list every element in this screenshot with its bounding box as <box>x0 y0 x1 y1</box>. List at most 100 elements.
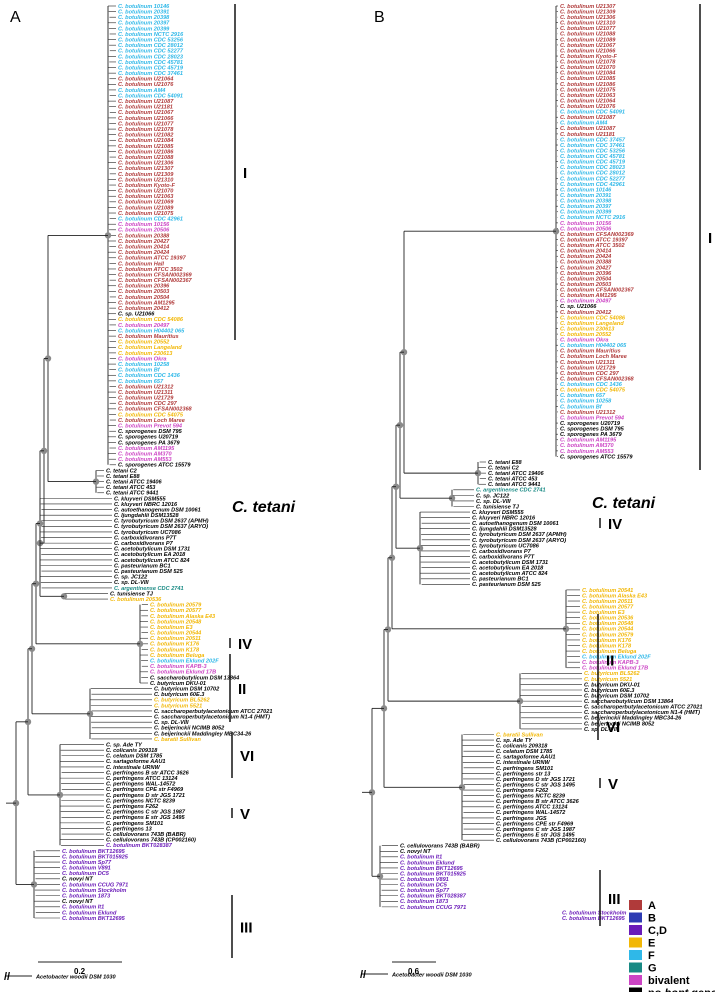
leaf-label: C. botulinum AM1295 <box>118 300 176 306</box>
leaf-label: C. botulinum U21087 <box>118 99 174 105</box>
leaf-label: C. botulinum H04402 065 <box>560 343 627 349</box>
leaf-label: C. botulinum U21729 <box>118 396 174 402</box>
leaf-label: C. tetani E88 <box>106 474 140 480</box>
clade-label: V <box>608 776 618 793</box>
leaf-label: C. perfringens C str JGS 1987 <box>106 810 186 816</box>
leaf-label: C. botulinum U21088 <box>118 155 174 161</box>
leaf-label: C. botulinum Loch Maree <box>118 418 185 424</box>
leaf-label: C. botulinum 20427 <box>560 265 612 271</box>
leaf-label: C. botulinum 230613 <box>560 326 615 332</box>
leaf-label: C. botulinum U21310 <box>560 21 616 27</box>
bont-legend: ABC,DEFGbivalentno bont gene <box>629 900 715 992</box>
leaf-label: C. pasteurianum DSM 525 <box>472 582 542 588</box>
leaf-label: C. perfringens F262 <box>106 804 159 810</box>
leaf-label: C. kluyveri DSM555 <box>472 510 525 516</box>
leaf-label: C. botulinum U21181 <box>560 132 615 138</box>
leaf-label: C. saccharoperbutylacetonicum ATCC 27021 <box>584 705 702 711</box>
leaf-label: C. baratii Sullivan <box>154 737 202 743</box>
leaf-label: C. botulinum U21311 <box>118 390 173 396</box>
leaf-label: C. botulinum U21084 <box>560 71 616 77</box>
leaf-label: C. botulinum U21063 <box>560 93 616 99</box>
leaf-label: C. perfringens WAL-14572 <box>496 810 566 816</box>
leaf-label: C. botulinum U21089 <box>560 37 616 43</box>
leaf-label: C. butyricum 5521 <box>154 703 202 709</box>
leaf-label: C. botulinum CFSAN002368 <box>118 407 193 413</box>
leaf-label: C. butyricum DKU-01 <box>584 682 640 688</box>
leaf-label: C. cellulovorans 743B (BABR) <box>106 832 186 838</box>
leaf-label: C. carboxidivorans P7 <box>472 549 532 555</box>
leaf-label: C. botulinum 20396 <box>118 284 170 290</box>
leaf-label: C. botulinum 20541 <box>582 588 633 594</box>
leaf-label: C. sporogenes ATCC 15579 <box>118 463 191 469</box>
leaf-label: C. botulinum BKT12695 <box>562 916 626 922</box>
leaf-label: C. tetani C2 <box>106 468 138 474</box>
leaf-label: C. cellulovorans 743B (BABR) <box>400 844 480 850</box>
leaf-label: C. botulinum Mauritius <box>560 349 621 355</box>
leaf-label: C. novyi NT <box>62 899 93 905</box>
leaf-label: C. sp. U21066 <box>560 304 597 310</box>
leaf-label: C. botulinum CDC 45781 <box>118 60 183 66</box>
leaf-label: C. botulinum Eklund 17B <box>582 666 648 672</box>
leaf-label: C. botulinum NCTC 2916 <box>560 215 626 221</box>
leaf-label: C. botulinum CFSAN002369 <box>118 272 193 278</box>
leaf-label: C. perfringens NCTC 8239 <box>496 794 566 800</box>
clade-label: IV <box>608 516 622 533</box>
leaf-label: C. botulinum 20552 <box>560 332 612 338</box>
leaf-label: C. botulinum KAPB-3 <box>582 660 639 666</box>
leaf-label: C. beijerinckii Maddingley MBC34-26 <box>584 716 682 722</box>
leaf-label: C. botulinum Okra <box>118 356 166 362</box>
leaf-label: C. botulinum AM553 <box>118 457 172 463</box>
leaf-label: C. botulinum 20388 <box>118 233 170 239</box>
leaf-label: C. botulinum BKT028387 <box>400 894 467 900</box>
leaf-label: C. botulinum Eklund 202F <box>150 659 219 665</box>
leaf-label: C. botulinum ATCC 19397 <box>118 256 187 262</box>
leaf-label: C. botulinum 20497 <box>118 323 170 329</box>
leaf-label: C. botulinum DC5 <box>400 883 448 889</box>
leaf-label: C. botulinum 657 <box>560 393 606 399</box>
leaf-label: C. botulinum Langeland <box>560 321 624 327</box>
leaf-label: C. tetani ATCC 9441 <box>488 482 541 488</box>
leaf-label: C. sartagoforme AAU1 <box>106 759 165 765</box>
leaf-label: C. sp. DL-VIII <box>584 727 619 733</box>
legend-swatch <box>629 937 642 948</box>
leaf-label: C. botulinum CDC 54075 <box>118 412 184 418</box>
leaf-label: C. botulinum V891 <box>400 877 449 883</box>
leaf-label: C. novyi NT <box>62 877 93 883</box>
leaf-label: C. sp. U21066 <box>118 312 155 318</box>
leaf-label: C. botulinum Beluga <box>582 649 636 655</box>
leaf-label: C. botulinum 20579 <box>150 603 202 609</box>
leaf-label: C. ljungdahlii DSM13528 <box>472 527 538 533</box>
leaf-label: C. botulinum U21087 <box>560 115 616 121</box>
leaf-label: C. tyrobutyricum DSM 2637 (APMH) <box>472 532 567 538</box>
leaf-label: C. botulinum CDC 45781 <box>560 154 625 160</box>
leaf-label: C. botulinum U21070 <box>118 189 174 195</box>
leaf-label: C. perfringens E str JGS 1495 <box>496 832 576 838</box>
leaf-label: C. tyrobutyricum UC7086 <box>472 543 540 549</box>
leaf-label: C. botulinum CFSAN002368 <box>560 376 635 382</box>
leaf-label: C. botulinum AM1195 <box>118 446 175 452</box>
leaf-label: C. botulinum CDC 28023 <box>118 54 184 60</box>
leaf-label: C. botulinum Loch Maree <box>560 354 627 360</box>
leaf-label: C. botulinum 10156 <box>118 222 170 228</box>
leaf-label: C. perfringens 13 <box>106 826 153 832</box>
leaf-label: C. botulinum 20391 <box>118 9 169 15</box>
leaf-label: C. botulinum Alaska E43 <box>150 614 216 620</box>
leaf-label: C. ljungdahlii DSM13528 <box>114 513 180 519</box>
clade-label: II <box>238 681 246 698</box>
leaf-label: C. botulinum CDC 28023 <box>560 165 626 171</box>
leaf-label: C. botulinum Bf <box>560 404 603 410</box>
leaf-label: C. botulinum K178 <box>582 643 632 649</box>
leaf-label: C. argentinense CDC 2741 <box>476 488 546 494</box>
leaf-label: C. cellulovorans 743B (CP002160) <box>106 838 196 844</box>
clade-label: I <box>708 230 712 247</box>
leaf-label: C. botulinum It1 <box>400 855 442 861</box>
leaf-label: C. botulinum 20503 <box>560 282 612 288</box>
leaf-label: C. perfringens NCTC 8239 <box>106 798 176 804</box>
legend-label: E <box>648 938 655 950</box>
leaf-label: C. sp. JC122 <box>114 575 148 581</box>
leaf-label: C. perfringens D str JGS 1721 <box>106 793 185 799</box>
leaf-label: C. botulinum U21312 <box>118 384 174 390</box>
leaf-label: C. botulinum BKT12695 <box>62 916 126 922</box>
leaf-label: C. botulinum Eklund 202F <box>582 655 651 661</box>
